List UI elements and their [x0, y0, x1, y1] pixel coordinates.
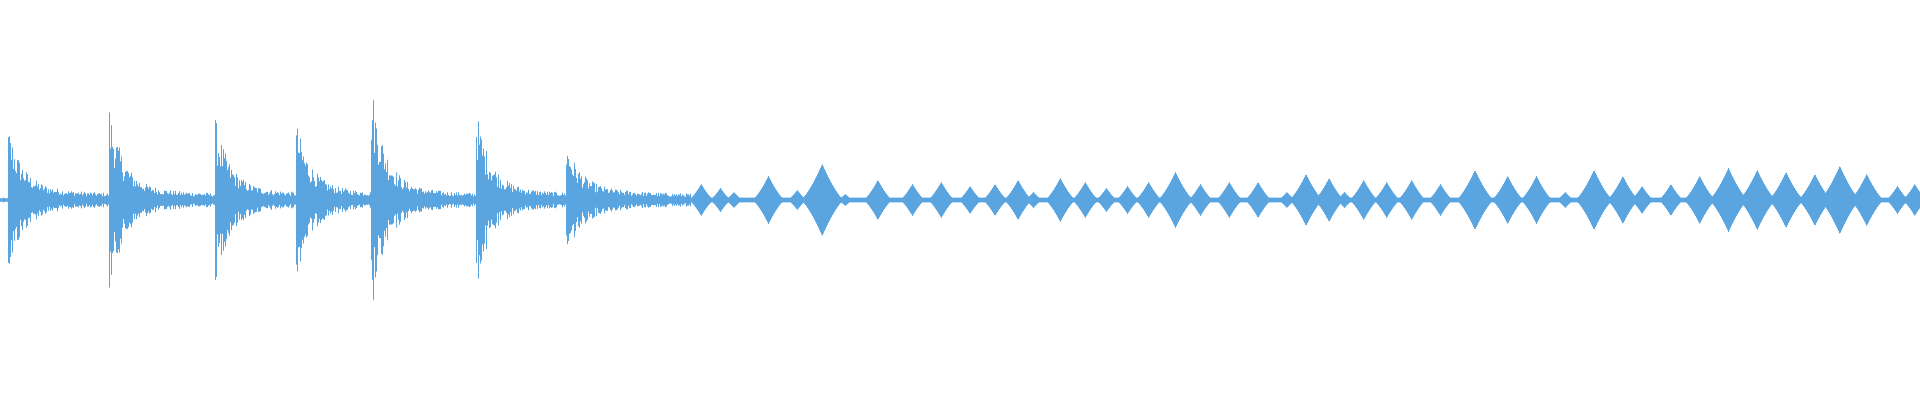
waveform-transient-section: [0, 100, 691, 300]
waveform-tonal-section: [690, 164, 1920, 236]
